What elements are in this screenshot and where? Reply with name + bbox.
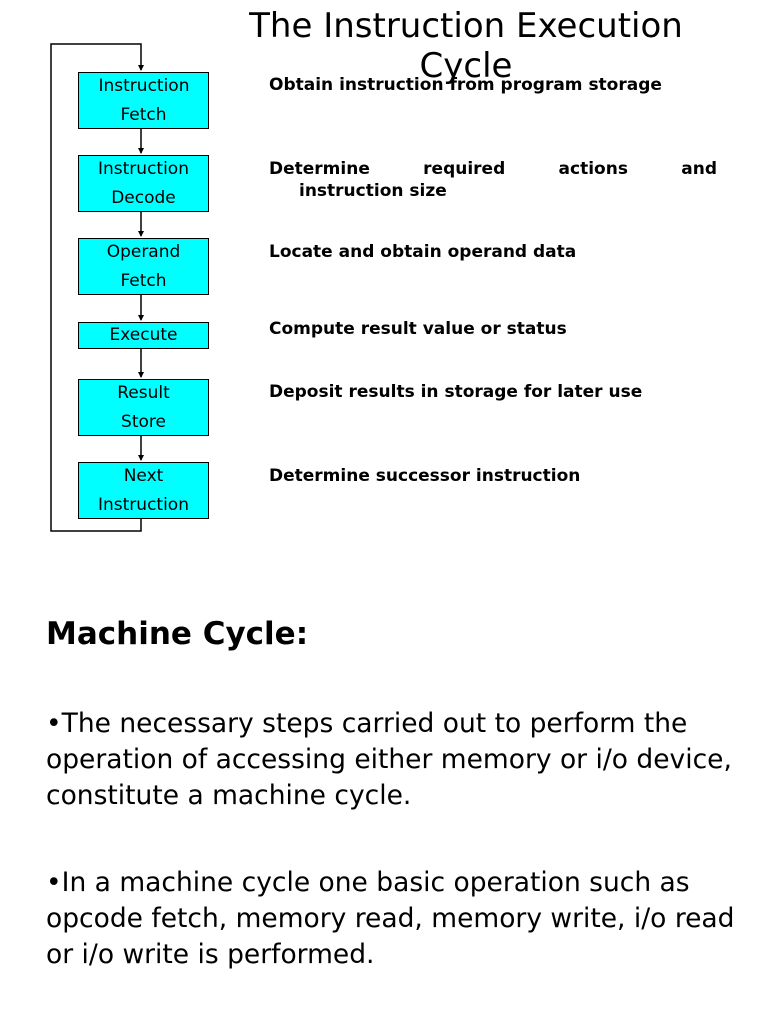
step-description-store: Deposit results in storage for later use [269, 382, 643, 402]
flow-connectors [50, 43, 144, 532]
step-box-label: Execute [109, 325, 178, 345]
step-box-next-instruction: Next Instruction [78, 462, 209, 519]
step-box-label: Result Store [117, 382, 170, 432]
step-box-instruction-fetch: Instruction Fetch [78, 72, 209, 129]
step-box-label: Instruction Fetch [98, 75, 190, 125]
bullet-item: •In a machine cycle one basic operation … [46, 867, 735, 970]
step-description-decode: Determine required actions and instructi… [269, 158, 717, 202]
step-box-label: Instruction Decode [98, 158, 189, 208]
step-description-fetch: Obtain instruction from program storage [269, 75, 662, 95]
step-description-operand: Locate and obtain operand data [269, 242, 577, 262]
step-box-label: Next Instruction [98, 465, 189, 515]
page-title: The Instruction Execution Cycle [249, 6, 683, 86]
step-box-instruction-decode: Instruction Decode [78, 155, 209, 212]
bullet-item: •The necessary steps carried out to perf… [46, 708, 732, 811]
step-box-execute: Execute [78, 322, 209, 349]
loop-back-line [50, 43, 144, 532]
step-box-label: Operand Fetch [106, 241, 181, 291]
step-description-next: Determine successor instruction [269, 466, 581, 486]
step-box-result-store: Result Store [78, 379, 209, 436]
step-description-execute: Compute result value or status [269, 319, 567, 339]
step-box-operand-fetch: Operand Fetch [78, 238, 209, 295]
step-description-decode-line2: instruction size [299, 181, 447, 201]
machine-cycle-heading: Machine Cycle: [46, 616, 309, 652]
step-description-decode-line1: Determine required actions and [269, 159, 717, 179]
